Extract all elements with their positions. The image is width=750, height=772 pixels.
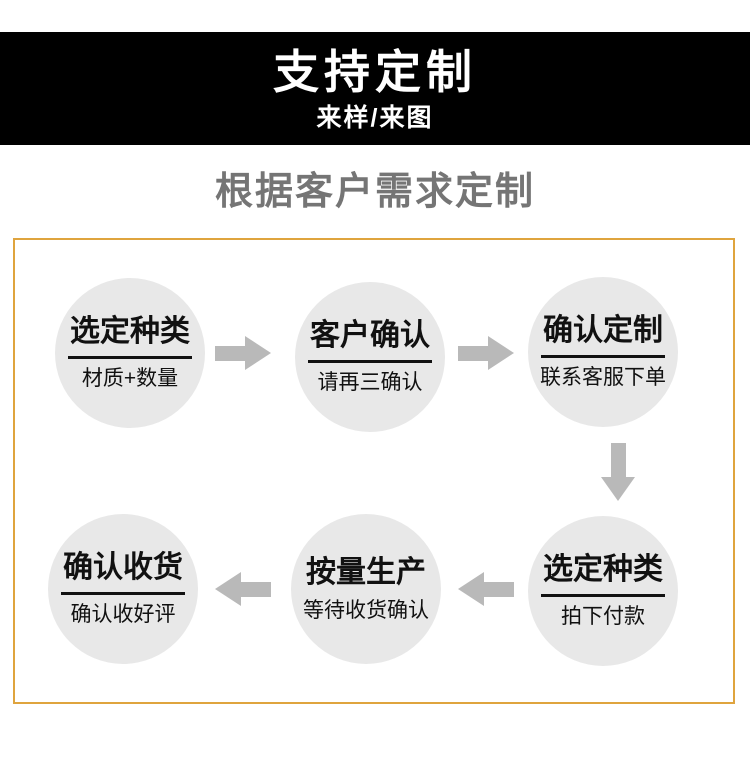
flow-step-main-label: 确认收货 xyxy=(63,551,183,585)
arrow-head xyxy=(458,572,484,606)
flow-step-divider xyxy=(68,356,192,360)
flow-step-order-and-pay: 选定种类 拍下付款 xyxy=(528,516,678,666)
flow-step-main-label: 客户确认 xyxy=(310,319,430,353)
arrow-down-icon xyxy=(601,443,635,501)
arrow-head xyxy=(245,336,271,370)
arrow-tail xyxy=(458,345,488,361)
arrow-right-icon xyxy=(215,336,271,370)
arrow-tail xyxy=(241,581,271,597)
section-title: 根据客户需求定制 xyxy=(214,171,535,213)
banner-subtitle: 来样/来图 xyxy=(316,104,434,132)
flow-step-main-label: 选定种类 xyxy=(70,315,190,349)
arrow-tail xyxy=(215,345,245,361)
flow-step-sub-label: 拍下付款 xyxy=(561,605,645,629)
flow-step-divider xyxy=(541,355,665,359)
flow-step-sub-label: 等待收货确认 xyxy=(303,598,429,622)
flow-step-select-type: 选定种类 材质+数量 xyxy=(55,278,205,428)
flow-step-main-label: 选定种类 xyxy=(543,553,663,587)
flow-step-main-label: 按量生产 xyxy=(306,555,426,589)
flow-step-sub-label: 联系客服下单 xyxy=(540,366,666,390)
banner-title: 支持定制 xyxy=(273,46,477,98)
arrow-tail xyxy=(610,443,626,477)
flow-step-customer-confirm: 客户确认 请再三确认 xyxy=(295,282,445,432)
arrow-tail xyxy=(484,581,514,597)
arrow-left-icon xyxy=(215,572,271,606)
arrow-right-icon xyxy=(458,336,514,370)
arrow-head xyxy=(488,336,514,370)
flow-step-confirm-receipt: 确认收货 确认收好评 xyxy=(48,514,198,664)
flow-step-main-label: 确认定制 xyxy=(543,314,663,348)
flow-step-production: 按量生产 等待收货确认 xyxy=(291,514,441,664)
flow-step-sub-label: 请再三确认 xyxy=(317,371,423,395)
flow-step-sub-label: 材质+数量 xyxy=(81,367,179,391)
flow-step-divider xyxy=(308,360,432,364)
arrow-head xyxy=(601,477,635,501)
arrow-head xyxy=(215,572,241,606)
flow-step-divider xyxy=(61,592,185,596)
flow-step-divider xyxy=(541,594,665,598)
flow-step-sub-label: 确认收好评 xyxy=(70,603,176,627)
flow-step-confirm-customization: 确认定制 联系客服下单 xyxy=(528,277,678,427)
banner: 支持定制 来样/来图 xyxy=(0,32,750,145)
arrow-left-icon xyxy=(458,572,514,606)
